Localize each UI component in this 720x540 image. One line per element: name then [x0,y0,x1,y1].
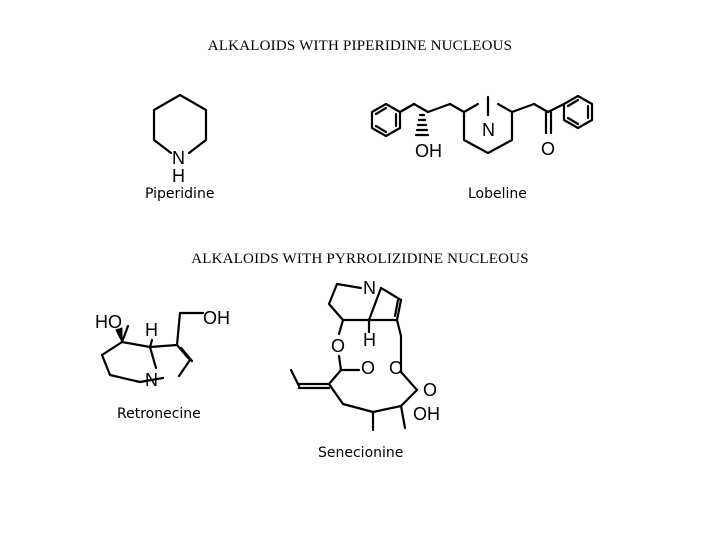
piperidine-section-heading: ALKALOIDS WITH PIPERIDINE NUCLEOUS [207,38,513,54]
piperidine-n-atom: N [172,148,185,168]
lobeline-o-label: O [541,139,555,159]
senecionine-structure: N H O O O O OH [289,278,440,432]
senecionine-oh-label: OH [413,404,440,424]
retronecine-caption: Retronecine [117,406,201,422]
pyrrolizidine-section-heading: ALKALOIDS WITH PYRROLIZIDINE NUCLEOUS [191,251,529,267]
piperidine-h-atom: H [172,166,185,186]
senecionine-o3-label: O [389,358,403,378]
senecionine-o2-label: O [361,358,375,378]
senecionine-o4-label: O [423,380,437,400]
retronecine-structure: HO H OH N [95,308,230,390]
senecionine-n-atom: N [363,278,376,298]
piperidine-structure: N H [152,93,208,186]
piperidine-caption: Piperidine [145,186,215,202]
retronecine-ho-label: HO [95,312,122,332]
lobeline-caption: Lobeline [468,186,527,202]
lobeline-oh-label: OH [415,141,442,161]
senecionine-caption: Senecionine [318,445,404,461]
senecionine-h-atom: H [363,330,376,350]
lobeline-structure: OH N O [370,94,594,161]
lobeline-n-atom: N [482,120,495,140]
retronecine-oh-label: OH [203,308,230,328]
retronecine-h-atom: H [145,320,158,340]
senecionine-o1-label: O [331,336,345,356]
